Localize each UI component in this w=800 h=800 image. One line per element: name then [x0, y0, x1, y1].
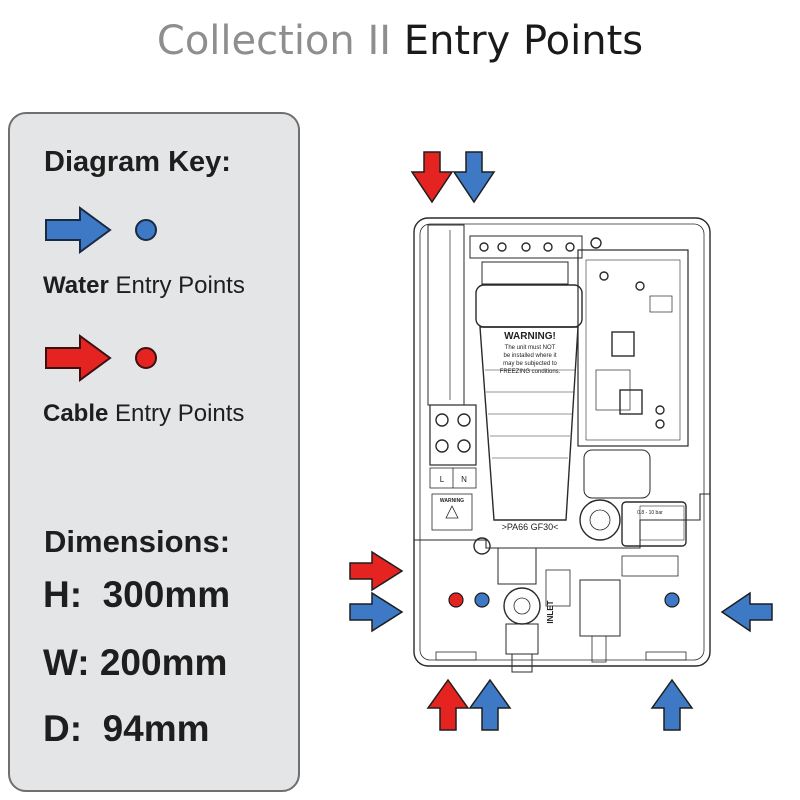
material-label: >PA66 GF30< — [502, 522, 559, 532]
water-entry-dot-left — [474, 592, 490, 608]
cable-entry-dot — [448, 592, 464, 608]
cable-key-label: Cable Entry Points — [43, 400, 245, 427]
dimension-depth: D: 94mm — [43, 708, 210, 749]
bottom-water-arrow-left — [468, 678, 512, 731]
top-water-arrow — [452, 151, 496, 204]
right-water-arrow — [720, 591, 773, 633]
dimension-width: W: 200mm — [43, 642, 228, 683]
bottom-cable-arrow — [426, 678, 470, 731]
bottom-water-arrow-right — [650, 678, 694, 731]
cable-arrow-icon — [45, 334, 157, 382]
terminal-live-label: L — [440, 475, 445, 484]
page-title: Collection II Entry Points — [0, 18, 800, 64]
dimension-height: H: 300mm — [43, 574, 231, 615]
water-key-label: Water Entry Points — [43, 272, 245, 299]
top-cable-arrow — [410, 151, 454, 204]
water-entry-dot-right — [664, 592, 680, 608]
left-water-arrow — [349, 591, 404, 633]
unit-body — [413, 217, 711, 673]
title-collection: Collection II — [156, 18, 392, 64]
warning-line: may be subjected to — [503, 361, 557, 367]
pressure-label: 0.8 - 10 bar — [637, 510, 663, 516]
title-entry-points: Entry Points — [403, 18, 644, 64]
warning-line: FREEZING conditions. — [500, 369, 561, 375]
terminal-neutral-label: N — [461, 475, 467, 484]
warning-title: WARNING! — [504, 331, 556, 342]
small-warning-label: WARNING — [440, 498, 464, 504]
inlet-label: INLET — [546, 600, 555, 623]
left-cable-arrow — [349, 550, 404, 592]
diagram-key-panel: Diagram Key: Water Entry Points Cable En… — [8, 112, 300, 792]
water-arrow-icon — [45, 206, 157, 254]
warning-line: The unit must NOT — [505, 345, 556, 351]
diagram-key-heading: Diagram Key: — [44, 146, 231, 178]
dimensions-heading: Dimensions: — [44, 524, 231, 559]
cable-dot-icon — [135, 347, 157, 369]
water-dot-icon — [135, 219, 157, 241]
warning-line: be installed where it — [503, 353, 556, 359]
